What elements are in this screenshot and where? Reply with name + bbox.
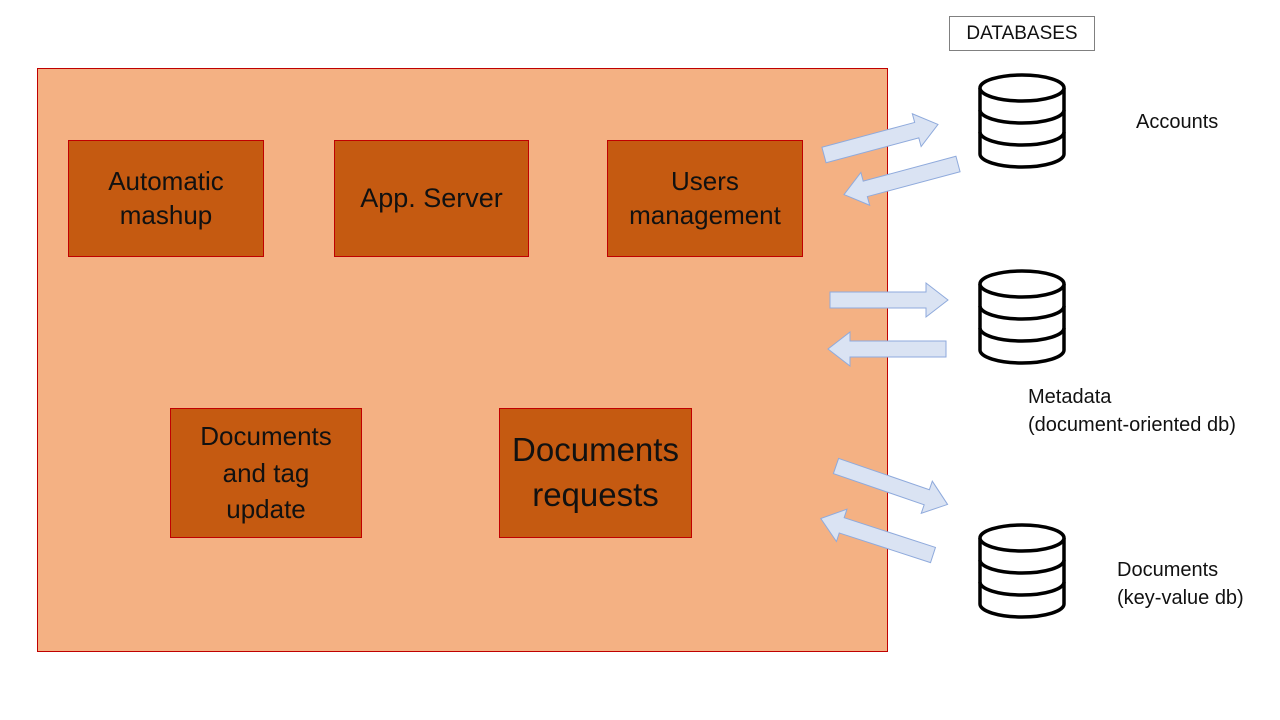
module-automatic-mashup: Automatic mashup <box>68 140 264 257</box>
module-users-management: Users management <box>607 140 803 257</box>
module-app-server-label: App. Server <box>360 182 503 213</box>
database-icon-metadata <box>978 269 1066 365</box>
arrow-from-metadata <box>827 331 947 367</box>
module-users-management-label: Users management <box>629 165 781 230</box>
module-documents-requests-label: Documents requests <box>512 431 679 513</box>
module-automatic-mashup-label: Automatic mashup <box>108 165 224 230</box>
module-documents-requests: Documents requests <box>499 408 692 538</box>
database-label-accounts: Accounts <box>1136 111 1219 133</box>
arrow-from-documents <box>815 501 939 572</box>
arrow-to-documents <box>829 449 954 521</box>
module-documents-tag-update: Documents and tag update <box>170 408 362 538</box>
arrow-to-metadata <box>829 282 949 318</box>
database-label-documents: Documents (key-value db) <box>1117 559 1244 609</box>
database-label-metadata: Metadata (document-oriented db) <box>1028 386 1236 436</box>
arrow-from-accounts <box>839 147 963 212</box>
module-documents-tag-update-label: Documents and tag update <box>200 421 332 525</box>
arrow-to-accounts <box>819 107 943 172</box>
module-app-server: App. Server <box>334 140 529 257</box>
database-icon-documents <box>978 523 1066 619</box>
database-icon-accounts <box>978 73 1066 169</box>
databases-header: DATABASES <box>949 16 1095 51</box>
